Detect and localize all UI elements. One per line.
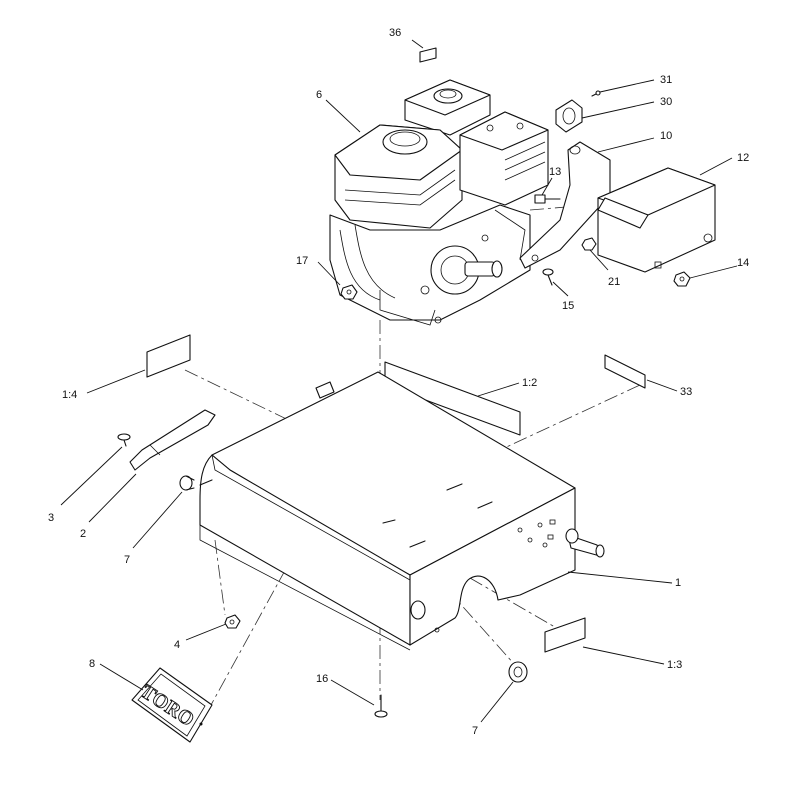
callout-17: 17 [296,255,308,267]
callout-33: 33 [680,386,692,398]
engine-assembly [329,79,549,326]
callout-13: 13 [549,166,561,178]
decal-36 [419,47,437,63]
callout-30: 30 [660,96,672,108]
callout-31: 31 [660,74,672,86]
callout-16: 16 [316,673,328,685]
frame-1 [199,371,605,651]
callout-12: 12 [737,152,749,164]
callout-1-2: 1:2 [522,377,537,389]
bushing-7-left [179,475,195,491]
callout-4: 4 [174,639,180,651]
callout-14: 14 [737,257,749,269]
bolt-16 [374,694,388,718]
leader-lines [60,39,738,723]
decal-33 [604,354,646,389]
callout-15: 15 [562,300,574,312]
bushing-7-bottom [508,661,528,683]
callout-8: 8 [89,658,95,670]
bolt-13 [534,194,561,204]
callout-1: 1 [675,577,681,589]
bolt-15 [542,268,554,286]
toro-logo-plate: TORO [131,667,213,743]
nut-21 [581,237,597,251]
callout-1-4: 1:4 [62,389,77,401]
callout-7-bottom: 7 [472,725,478,737]
callout-6: 6 [316,89,322,101]
nut-17 [340,284,358,300]
screw-3 [117,433,131,447]
callout-3: 3 [48,512,54,524]
callout-1-3: 1:3 [667,659,682,671]
callout-7-left: 7 [124,554,130,566]
callout-21: 21 [608,276,620,288]
callout-36: 36 [389,27,401,39]
screw-31 [591,90,601,97]
callout-2: 2 [80,528,86,540]
callout-10: 10 [660,130,672,142]
decal-1-4 [146,334,191,378]
plate-30 [555,99,583,133]
nut-14 [673,271,691,287]
cover-12 [597,167,716,273]
callout-labels: 36 6 31 30 10 12 13 17 21 14 15 1:4 1:2 … [48,27,749,737]
nut-4 [224,614,241,629]
bracket-2 [129,409,216,471]
bracket-10 [519,141,611,269]
